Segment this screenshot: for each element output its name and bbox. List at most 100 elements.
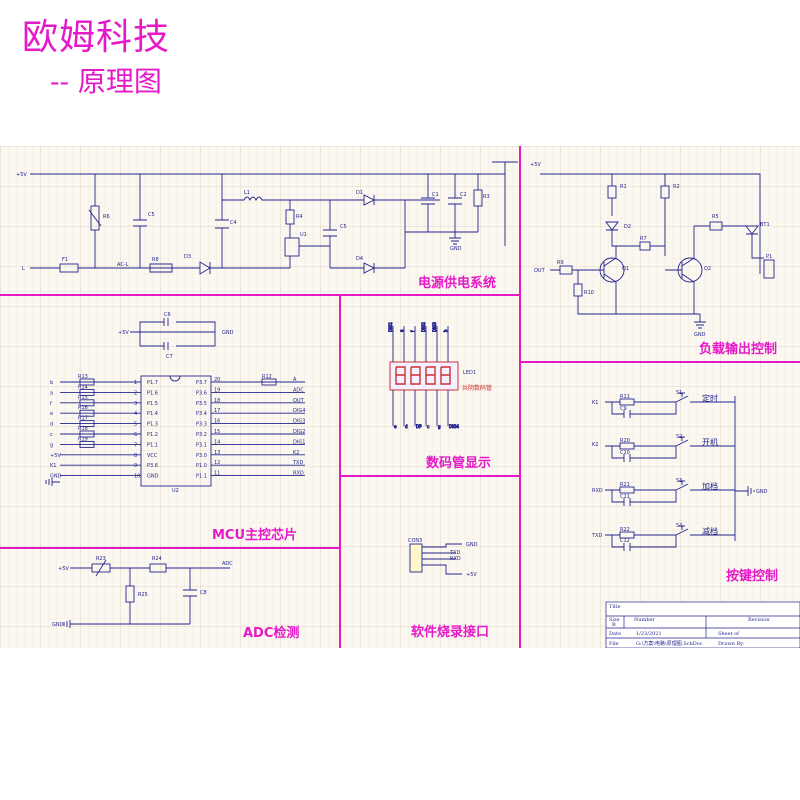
display-top-pin-label: f (410, 330, 415, 332)
label-d3: D3 (184, 254, 191, 260)
net-label-l: L (22, 266, 25, 272)
mcu-right-net: TXD (292, 460, 303, 466)
mcu-left-pin-number: 8 (134, 453, 137, 459)
mcu-left-pin-name: P1.7 (147, 380, 158, 386)
key-resistor (619, 442, 635, 450)
mcu-right-pin-number: 19 (214, 387, 220, 393)
mcu-right-pin-number: 16 (214, 419, 220, 425)
mcu-left-pin-name: P1.2 (147, 432, 158, 438)
tb-title: Title (609, 604, 621, 610)
mcu-left-pin-name: GND (147, 474, 159, 480)
label-r23: R23 (96, 556, 106, 562)
programming-header (409, 543, 462, 575)
mcu-left-net: GND (50, 474, 62, 480)
label-r10: R10 (584, 290, 594, 296)
net-label-txd: TXD (591, 533, 602, 539)
net-label-k1: K1 (592, 400, 598, 406)
mcu-right-pin-number: 17 (214, 408, 220, 414)
mcu-left-resistor (79, 399, 95, 407)
mcu-left-resistor (79, 409, 95, 417)
label-gnd-load: GND (694, 332, 706, 338)
tb-file: File (609, 641, 619, 647)
label-c11: C11 (620, 494, 630, 500)
key-capacitor (611, 490, 677, 506)
mcu-left-pin-number: 9 (134, 463, 137, 469)
label-s1: S1 (676, 390, 682, 396)
net-label-rxd-prog: RXD (450, 556, 461, 562)
mcu-right-pin-name: P3.3 (196, 422, 207, 428)
mcu-right-net: OUT (293, 398, 305, 404)
net-label-5v: +5V (16, 172, 27, 178)
label-r7: R7 (640, 236, 647, 242)
document-title: 欧姆科技 (22, 17, 171, 58)
mcu-right-net: DIG4 (293, 408, 305, 414)
mcu-left-net: a (50, 390, 53, 396)
display-top-pin-label: b (443, 329, 448, 332)
label-c9: C9 (620, 406, 627, 412)
mcu-left-pin-number: 4 (134, 411, 137, 417)
display-bottom-pin-label: DIG4 (449, 424, 459, 429)
section-title-prog: 软件烧录接口 (411, 624, 489, 640)
mcu-left-net: b (50, 380, 53, 386)
mcu-circuit (130, 318, 216, 487)
tb-size: Size (609, 617, 620, 623)
mcu-right-pin-name: P1.0 (196, 463, 207, 469)
mcu-right-net: A (293, 377, 297, 383)
label-r24: R24 (152, 556, 162, 562)
mcu-left-pin-name: P1.5 (147, 401, 158, 407)
label-c10: C10 (620, 450, 630, 456)
net-label-adc: ADC (222, 561, 233, 567)
key-switch (675, 392, 689, 403)
label-r3: R3 (483, 194, 490, 200)
mcu-right-pin-name: P3.2 (196, 432, 207, 438)
label-p1: P1 (766, 254, 772, 260)
section-title-display: 数码管显示 (426, 455, 491, 471)
net-label-k2: K2 (592, 442, 598, 448)
key-resistor (619, 486, 635, 494)
power-supply-circuit (30, 161, 518, 275)
mcu-right-pin-name: P3.6 (196, 390, 207, 396)
mcu-right-net: K2 (293, 450, 299, 456)
mcu-left-net: c (50, 432, 53, 438)
net-label-5v-adc: +5V (58, 566, 69, 572)
mcu-left-resistor-label: R19 (78, 436, 88, 442)
label-gnd-power: GND (450, 246, 462, 252)
mcu-right-pin-number: 13 (214, 450, 220, 456)
button-label-plus: 加档 (702, 481, 718, 491)
mcu-left-resistor-label: R14 (78, 384, 88, 390)
mcu-right-pin-number: 12 (214, 460, 220, 466)
mcu-right-net: RXD (293, 471, 304, 477)
label-c7: C7 (166, 354, 173, 360)
label-r6: R6 (103, 214, 110, 220)
button-label-timer: 定时 (702, 393, 718, 403)
mcu-right-net: DIG3 (293, 419, 305, 425)
label-r12: R12 (262, 374, 272, 380)
label-d4: D4 (356, 256, 363, 262)
mcu-left-pin-number: 3 (134, 401, 137, 407)
label-c4: C4 (230, 220, 237, 226)
tb-date: Date (609, 631, 621, 637)
label-r4: R4 (296, 214, 303, 220)
label-q1: Q1 (622, 266, 629, 272)
mcu-left-resistor (79, 430, 95, 438)
mcu-left-pin-number: 1 (134, 380, 137, 386)
label-c8: C8 (200, 590, 207, 596)
label-r22: R22 (620, 527, 630, 533)
key-switch (675, 525, 689, 536)
net-label-gnd-keys: GND (756, 489, 768, 495)
display-bottom-pin-label: g (438, 424, 441, 429)
key-switch (675, 436, 689, 447)
label-acl: AC-L (117, 262, 129, 268)
label-c5b: C5 (340, 224, 347, 230)
key-resistor (619, 398, 635, 406)
label-r1: R1 (620, 184, 627, 190)
mcu-left-pin-number: 5 (134, 422, 137, 428)
mcu-left-pin-name: P3.6 (147, 463, 158, 469)
tb-number: Number (634, 617, 655, 623)
key-capacitor (611, 446, 677, 462)
display-type-label: 共阴数码管 (462, 384, 492, 392)
label-s4: S4 (676, 523, 682, 529)
section-title-load: 负载输出控制 (699, 341, 777, 357)
tb-date-value: 1/23/2021 (636, 631, 662, 637)
mcu-left-pin-name: P1.4 (147, 411, 158, 417)
